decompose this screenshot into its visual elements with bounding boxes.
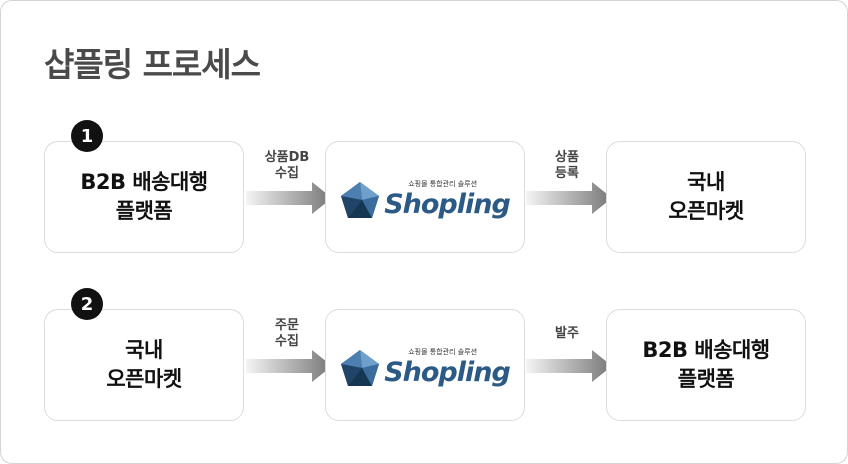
connector-collect-row2: 주문 수집 bbox=[244, 318, 332, 388]
connector-label-line1: 발주 bbox=[555, 326, 579, 341]
connector-label-line2: 수집 bbox=[275, 334, 299, 349]
source-node-line1: 국내 bbox=[125, 338, 163, 362]
source-node-line2: 오픈마켓 bbox=[106, 367, 182, 391]
target-node-row2: B2B 배송대행 플랫폼 bbox=[606, 309, 806, 421]
pentagon-logo-icon bbox=[341, 182, 380, 218]
connector-label: 상품DB 수집 bbox=[244, 150, 330, 182]
target-node-row1: 국내 오픈마켓 bbox=[606, 141, 806, 253]
logo-wordmark: Shopling bbox=[384, 188, 511, 220]
connector-label-line2: 등록 bbox=[555, 166, 579, 181]
connector-label-line2: 수집 bbox=[275, 166, 299, 181]
target-node-line2: 플랫폼 bbox=[677, 367, 735, 391]
shopling-node-row1: 쇼핑몰 통합관리 솔루션 Shopling bbox=[325, 141, 525, 253]
target-node-line1: B2B 배송대행 bbox=[642, 338, 770, 362]
shopling-logo: 쇼핑몰 통합관리 솔루션 Shopling bbox=[340, 347, 511, 389]
step-badge-2: 2 bbox=[71, 288, 103, 320]
arrow-icon bbox=[246, 350, 332, 382]
logo-tagline: 쇼핑몰 통합관리 솔루션 bbox=[408, 179, 478, 188]
connector-order-row2: 발주 bbox=[524, 318, 612, 388]
connector-label: 상품 등록 bbox=[524, 150, 610, 182]
source-node-row2: 국내 오픈마켓 bbox=[44, 309, 244, 421]
connector-label: 발주 bbox=[524, 326, 610, 342]
source-node-row1: B2B 배송대행 플랫폼 bbox=[44, 141, 244, 253]
arrow-icon bbox=[246, 182, 332, 214]
arrow-icon bbox=[526, 350, 612, 382]
shopling-node-row2: 쇼핑몰 통합관리 솔루션 Shopling bbox=[325, 309, 525, 421]
step-badge-1: 1 bbox=[71, 120, 103, 152]
connector-collect-row1: 상품DB 수집 bbox=[244, 150, 332, 220]
connector-register-row1: 상품 등록 bbox=[524, 150, 612, 220]
target-node-line1: 국내 bbox=[687, 170, 725, 194]
source-node-line1: B2B 배송대행 bbox=[80, 170, 208, 194]
pentagon-logo-icon bbox=[341, 350, 380, 386]
source-node-line2: 플랫폼 bbox=[115, 199, 173, 223]
arrow-icon bbox=[526, 182, 612, 214]
shopling-logo: 쇼핑몰 통합관리 솔루션 Shopling bbox=[340, 179, 511, 221]
connector-label-line1: 상품 bbox=[555, 150, 579, 165]
connector-label-line1: 주문 bbox=[275, 318, 299, 333]
logo-wordmark: Shopling bbox=[384, 356, 511, 388]
logo-tagline: 쇼핑몰 통합관리 솔루션 bbox=[408, 347, 478, 356]
connector-label: 주문 수집 bbox=[244, 318, 330, 350]
page-title: 샵플링 프로세스 bbox=[44, 45, 261, 84]
connector-label-line1: 상품DB bbox=[264, 150, 310, 165]
target-node-line2: 오픈마켓 bbox=[668, 199, 744, 223]
